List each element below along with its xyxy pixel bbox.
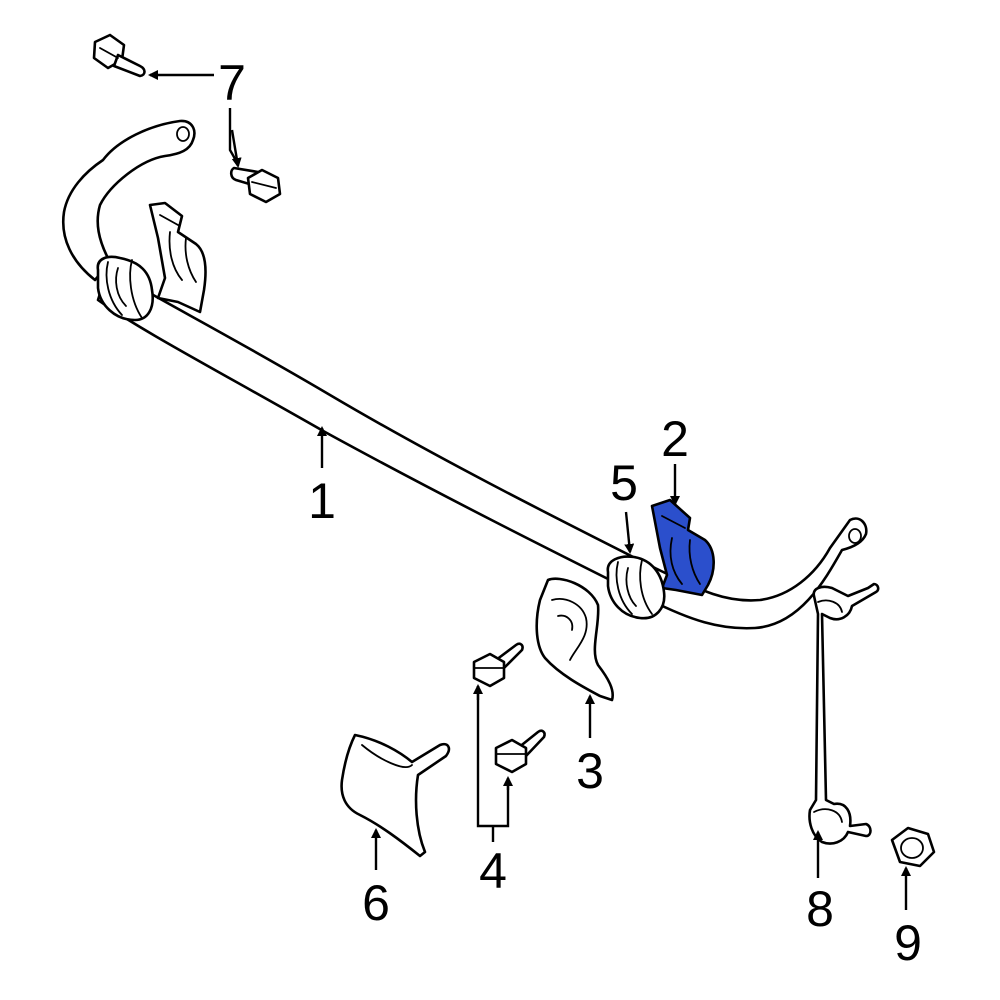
callout-number-2: 2 [661, 411, 689, 467]
callout-4: 4 [473, 684, 513, 899]
callout-1: 1 [308, 426, 336, 529]
callout-8: 8 [806, 830, 834, 937]
callout-7: 7 [148, 55, 246, 168]
callout-2: 2 [661, 411, 689, 506]
callout-number-5: 5 [610, 455, 638, 511]
bracket-bolt-top-left[interactable] [92, 33, 146, 78]
link-nut[interactable] [890, 826, 936, 868]
callout-number-8: 8 [806, 881, 834, 937]
callout-number-7: 7 [218, 55, 246, 111]
callout-5: 5 [610, 455, 638, 554]
callout-number-1: 1 [308, 473, 336, 529]
callout-number-9: 9 [894, 915, 922, 971]
callout-3: 3 [576, 694, 604, 799]
callout-number-6: 6 [362, 875, 390, 931]
splash-shield[interactable] [340, 733, 451, 858]
bracket-bolt-top-middle[interactable] [229, 166, 282, 204]
callout-number-4: 4 [479, 843, 507, 899]
bracket-bolt-lower[interactable] [494, 729, 546, 774]
left-bushing-bracket[interactable] [148, 201, 207, 314]
bracket-bolt-upper[interactable] [472, 642, 524, 688]
callout-9: 9 [894, 866, 922, 971]
callout-6: 6 [362, 828, 390, 931]
stabilizer-link[interactable] [808, 582, 880, 845]
right-bushing[interactable] [606, 555, 666, 620]
bushing-cover-plate[interactable] [535, 577, 614, 702]
stabilizer-bar[interactable] [61, 119, 868, 630]
left-bushing[interactable] [96, 255, 154, 322]
stabilizer-bar-bracket-highlighted[interactable] [650, 498, 715, 597]
highlighted-bracket-shape [650, 498, 715, 597]
callout-number-3: 3 [576, 743, 604, 799]
